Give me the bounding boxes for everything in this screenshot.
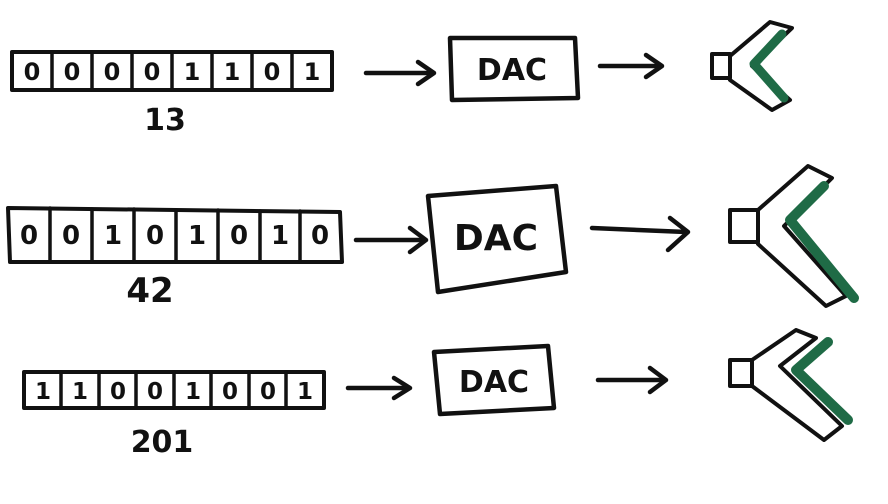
bit-cell: 1 (185, 379, 201, 405)
arrow-to-speaker (589, 215, 691, 253)
speaker-cone (791, 337, 853, 425)
speaker-cone (785, 181, 859, 303)
bit-cell: 0 (146, 221, 164, 251)
speaker-cone (749, 29, 789, 103)
dac-label: DAC (459, 365, 529, 400)
speaker-magnet (728, 358, 754, 388)
dac-label: DAC (477, 53, 547, 88)
dac-box: DAC (447, 35, 581, 103)
bit-cell: 0 (64, 58, 81, 86)
arrow-to-speaker (595, 365, 669, 395)
bit-cell: 1 (271, 221, 289, 251)
bit-cell: 0 (311, 221, 329, 251)
speaker-magnet (728, 208, 760, 244)
dac-box-outline (425, 183, 569, 295)
arrow-to-speaker (597, 52, 665, 80)
bit-cell: 0 (260, 379, 276, 405)
speaker-icon (728, 328, 853, 442)
row-201: 1 1 0 0 1 0 0 1 201 DAC (22, 328, 853, 460)
bit-cell: 1 (72, 379, 88, 405)
bit-register: 0 0 1 0 1 0 1 0 (6, 206, 344, 264)
bit-cell: 0 (104, 58, 121, 86)
arrow-to-dac (363, 59, 437, 87)
bit-cell: 0 (222, 379, 238, 405)
speaker-icon (728, 164, 859, 308)
bit-cell: 0 (24, 58, 41, 86)
bit-cell: 1 (304, 58, 321, 86)
dac-box-outline (447, 35, 581, 103)
speaker-magnet (710, 52, 732, 80)
bit-cell: 0 (62, 221, 80, 251)
speaker-icon (710, 20, 794, 112)
bit-cell: 0 (230, 221, 248, 251)
dac-box: DAC (431, 343, 557, 417)
bit-cell: 1 (184, 58, 201, 86)
bit-cell: 1 (224, 58, 241, 86)
bit-register: 0 0 0 0 1 1 0 1 (10, 50, 334, 92)
arrow-to-dac (345, 375, 413, 401)
decimal-value: 13 (144, 103, 186, 138)
decimal-value: 42 (126, 271, 173, 311)
bit-cell: 0 (147, 379, 163, 405)
register-outline (6, 206, 344, 264)
row-13: 0 0 0 0 1 1 0 1 13 DAC (10, 20, 794, 138)
arrow-to-dac (353, 225, 429, 255)
row-42: 0 0 1 0 1 0 1 0 42 DAC (6, 164, 859, 311)
bit-cell: 1 (188, 221, 206, 251)
dac-box: DAC (425, 183, 569, 295)
bit-cell: 0 (264, 58, 281, 86)
bit-cell: 1 (297, 379, 313, 405)
bit-cell: 0 (110, 379, 126, 405)
bit-cell: 1 (104, 221, 122, 251)
bit-cell: 1 (35, 379, 51, 405)
bit-register: 1 1 0 0 1 0 0 1 (22, 370, 326, 410)
decimal-value: 201 (131, 425, 194, 460)
bit-cell: 0 (144, 58, 161, 86)
dac-box-outline (431, 343, 557, 417)
bit-cell: 0 (20, 221, 38, 251)
dac-label: DAC (454, 218, 538, 259)
